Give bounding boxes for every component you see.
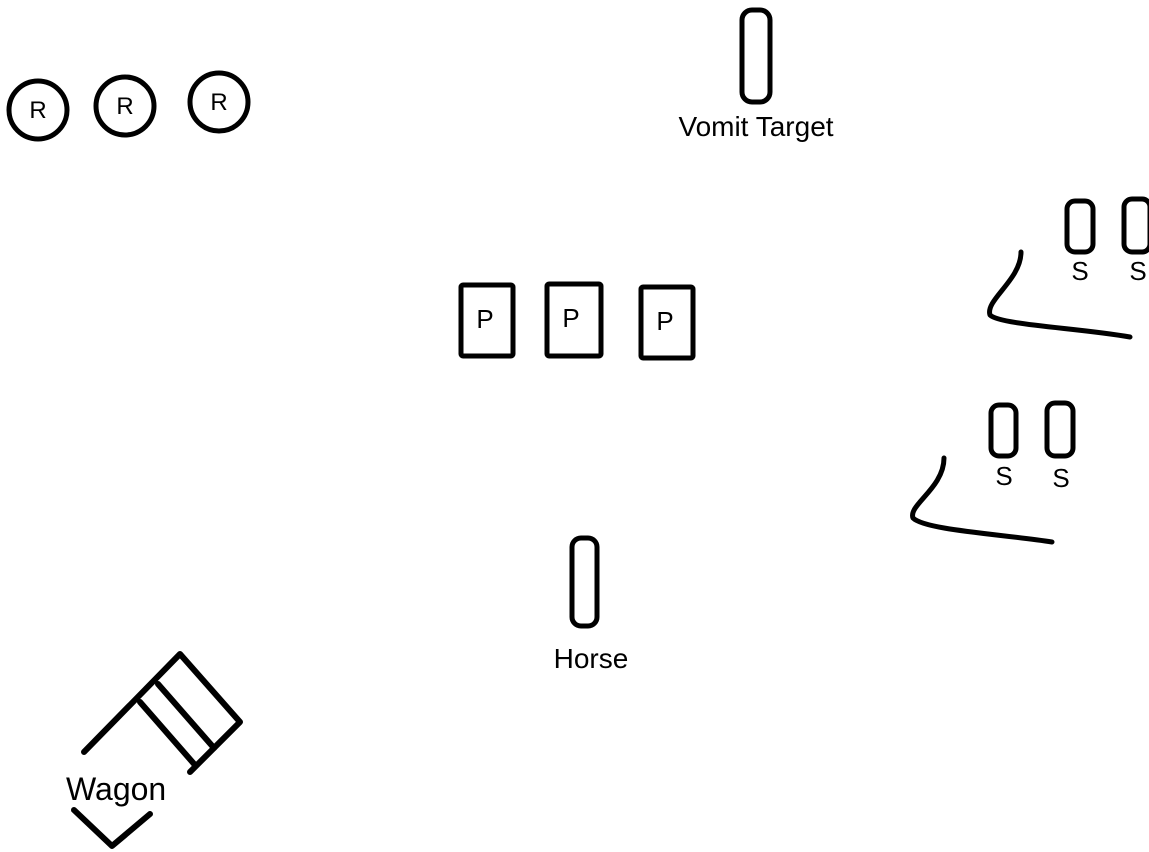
s-group: S S <box>987 196 1149 340</box>
s-marker <box>988 402 1019 459</box>
s-marker <box>1064 198 1096 255</box>
wagon-bar <box>137 699 198 768</box>
p-marker: P <box>458 282 516 359</box>
vomit-target: Vomit Target <box>678 7 834 142</box>
horse-label: Horse <box>554 643 629 674</box>
r-marker-label: R <box>29 97 46 124</box>
wagon-outline <box>81 651 243 775</box>
p-marker: P <box>638 284 696 361</box>
wagon-outline <box>71 807 153 849</box>
curved-line <box>987 249 1133 340</box>
s-marker <box>1044 400 1076 459</box>
wagon-bar <box>155 681 217 751</box>
s-marker-label: S <box>1129 256 1146 286</box>
s-marker-label: S <box>1071 256 1088 286</box>
s-marker <box>1121 196 1149 255</box>
r-marker-label: R <box>210 89 227 116</box>
s-marker-label: S <box>1052 463 1069 493</box>
s-group: S S <box>910 400 1076 545</box>
p-marker: P <box>544 281 604 359</box>
horse: Horse <box>554 535 629 674</box>
p-marker-label: P <box>656 306 673 336</box>
wagon-label: Wagon <box>66 771 166 807</box>
curved-line <box>910 455 1055 545</box>
s-marker-label: S <box>995 461 1012 491</box>
wagon: Wagon <box>66 651 243 849</box>
r-marker: R <box>187 70 251 134</box>
r-marker: R <box>6 78 70 142</box>
r-marker: R <box>93 74 157 138</box>
p-marker-label: P <box>476 304 493 334</box>
p-marker-label: P <box>562 303 579 333</box>
vomit-target-label: Vomit Target <box>678 111 833 142</box>
r-marker-label: R <box>116 93 133 120</box>
